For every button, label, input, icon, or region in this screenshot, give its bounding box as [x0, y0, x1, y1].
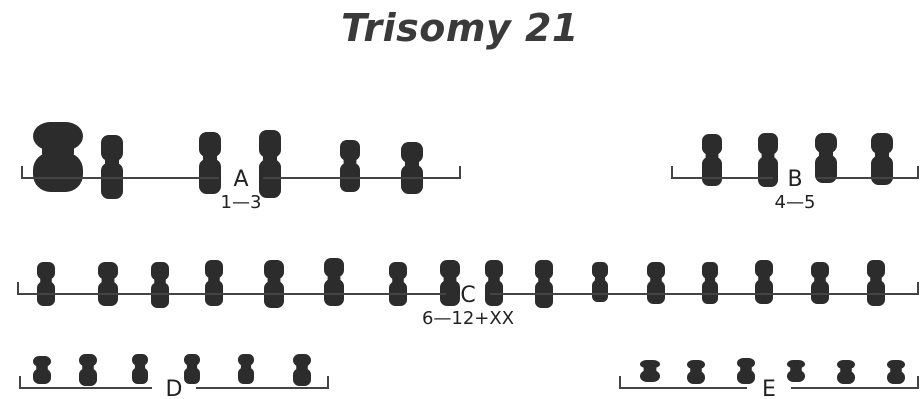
chromosome — [324, 258, 344, 306]
chromosome — [205, 260, 223, 306]
chromosome — [702, 262, 718, 304]
bracket-line — [619, 376, 747, 389]
chromosome — [132, 354, 148, 384]
chromosome — [401, 142, 423, 194]
chromosome — [815, 133, 837, 183]
group-letter: B — [787, 167, 802, 192]
chromosome — [33, 122, 83, 192]
chromosome — [101, 135, 123, 199]
group-range: 4—5 — [775, 192, 816, 213]
chromosome — [485, 260, 503, 306]
chromosome — [33, 356, 51, 384]
chromosome — [887, 360, 905, 384]
chromosome — [592, 262, 608, 302]
group-letter: D — [166, 377, 183, 399]
bracket-line — [671, 166, 773, 179]
chromosome — [264, 260, 284, 308]
bracket-line — [19, 376, 152, 389]
chromosome — [647, 262, 665, 304]
bracket-line — [263, 166, 461, 179]
group-b: B4—5 — [671, 133, 919, 213]
bracket-line — [21, 166, 219, 179]
chromosome — [340, 140, 360, 192]
chromosome — [758, 133, 778, 187]
bracket-line — [490, 282, 919, 295]
chromosome — [293, 354, 311, 386]
chromosome — [687, 360, 705, 384]
chromosome — [811, 262, 829, 304]
group-range: 1—3 — [221, 192, 262, 213]
chromosome — [238, 354, 254, 384]
group-e: E — [619, 358, 919, 399]
chromosome — [259, 130, 281, 198]
chromosome — [98, 262, 118, 306]
chromosome — [440, 260, 460, 306]
chromosome — [37, 262, 55, 306]
group-letter: A — [233, 167, 248, 192]
group-a: A1—3 — [21, 122, 461, 213]
chromosome — [389, 262, 407, 306]
chromosome — [79, 354, 97, 386]
bracket-line — [196, 376, 329, 389]
group-letter: E — [762, 377, 776, 399]
chromosome — [837, 360, 855, 384]
chromosome — [640, 360, 660, 382]
bracket-line — [791, 376, 919, 389]
chromosome — [867, 260, 885, 306]
group-d: D — [19, 354, 329, 399]
bracket-line — [17, 282, 446, 295]
group-c: C6—12+XX — [17, 258, 919, 329]
bracket-line — [817, 166, 919, 179]
chromosome — [184, 354, 200, 384]
chromosome — [737, 358, 755, 384]
page-title: Trisomy 21 — [341, 6, 579, 50]
chromosome — [787, 360, 805, 382]
group-letter: C — [460, 283, 475, 308]
chromosome — [151, 262, 169, 308]
chromosome — [535, 260, 553, 308]
chromosome — [755, 260, 773, 304]
chromosome — [199, 132, 221, 194]
group-range: 6—12+XX — [422, 308, 514, 329]
